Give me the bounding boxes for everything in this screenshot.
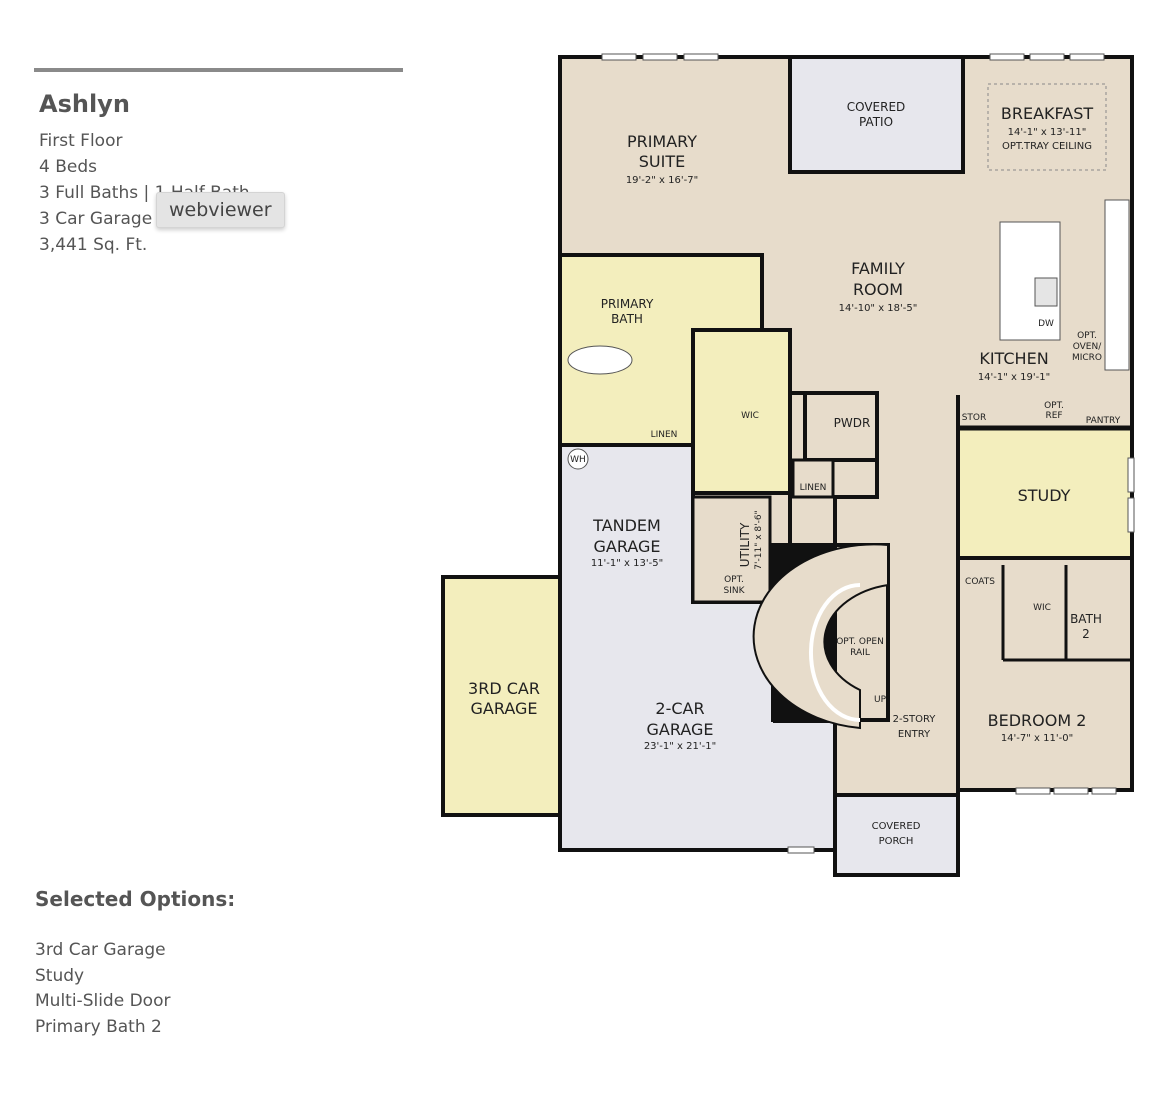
open-rail	[808, 583, 861, 722]
stair-up-label: UP	[874, 695, 887, 705]
bath2-label: BATH	[1070, 612, 1102, 626]
plan-details: First Floor 4 Beds 3 Full Baths | 1 Half…	[39, 128, 250, 258]
ref-label: REF	[1045, 411, 1062, 421]
covered-patio-label: PATIO	[859, 115, 893, 129]
bath2-label: 2	[1082, 627, 1090, 641]
primary-suite-label: SUITE	[639, 152, 685, 171]
linen-label: LINEN	[800, 483, 827, 493]
sqft-label: 3,441 Sq. Ft.	[39, 235, 148, 255]
third-car-garage-label: 3RD CAR	[468, 679, 540, 698]
sink-icon	[1034, 277, 1058, 307]
wic	[691, 328, 792, 495]
family-room-dim: 14'-10" x 18'-5"	[839, 303, 918, 314]
bedroom2-label: BEDROOM 2	[988, 711, 1087, 730]
tandem-garage-label: GARAGE	[594, 537, 661, 556]
floor-label: First Floor	[39, 131, 123, 151]
beds-label: 4 Beds	[39, 157, 97, 177]
pantry-label: PANTRY	[1086, 416, 1121, 426]
covered-patio-label: COVERED	[847, 100, 906, 114]
pwdr	[803, 391, 879, 462]
garage-label: 3 Car Garage	[39, 209, 153, 229]
breakfast-note: OPT.TRAY CEILING	[1002, 141, 1092, 152]
covered-porch-label: PORCH	[879, 836, 914, 847]
option-item: Multi-Slide Door	[35, 991, 171, 1011]
family-room-label: FAMILY	[851, 259, 905, 278]
covered-porch-label: COVERED	[872, 821, 921, 832]
option-item: Study	[35, 965, 85, 986]
third-car-garage	[441, 575, 562, 817]
selected-options-heading: Selected Options:	[35, 887, 236, 911]
study-label: STUDY	[1018, 486, 1071, 505]
open-rail-label: RAIL	[850, 648, 870, 658]
primary-suite-dim: 19'-2" x 16'-7"	[626, 175, 698, 186]
header-divider	[34, 68, 403, 72]
breakfast-dim: 14'-1" x 13'-11"	[1008, 127, 1087, 138]
option-item: Primary Bath 2	[35, 1016, 162, 1037]
open-rail-label: OPT. OPEN	[836, 637, 884, 647]
option-item: 3rd Car Garage	[35, 940, 166, 960]
kitchen-label: KITCHEN	[979, 349, 1048, 368]
linen-closet	[791, 458, 835, 499]
primary-bath-label: BATH	[611, 312, 643, 326]
water-heater-icon	[567, 448, 589, 470]
windows	[601, 53, 1135, 854]
tandem-garage-dim: 11'-1" x 13'-5"	[591, 558, 663, 569]
utility-label: UTILITY	[738, 522, 752, 567]
oven-label: OVEN/	[1073, 342, 1103, 352]
staircase	[752, 543, 889, 730]
family-room-label: ROOM	[853, 280, 903, 299]
tandem-garage-label: TANDEM	[592, 516, 661, 535]
pwdr-label: PWDR	[834, 416, 871, 430]
entry-label: 2-STORY	[893, 714, 937, 725]
oven-label: OPT.	[1077, 331, 1097, 341]
entry-label: ENTRY	[898, 729, 931, 740]
webviewer-tooltip: webviewer	[156, 192, 285, 228]
ref-label: OPT.	[1044, 401, 1064, 411]
covered-porch	[833, 793, 960, 877]
primary-bath-label: PRIMARY	[601, 297, 654, 311]
utility-dim: 7'-11" x 8'-6"	[754, 510, 764, 569]
bath-linen-label: LINEN	[651, 430, 678, 440]
counter	[1104, 199, 1130, 371]
two-car-garage-dim: 23'-1" x 21'-1"	[644, 741, 716, 752]
plan-title: Ashlyn	[39, 90, 130, 118]
wic2-label: WIC	[1033, 603, 1051, 613]
oven-label: MICRO	[1072, 353, 1102, 363]
covered-patio	[788, 55, 965, 174]
third-car-garage-label: GARAGE	[471, 699, 538, 718]
sink-label: SINK	[723, 586, 745, 596]
dishwasher-label: DW	[1038, 319, 1054, 329]
utility	[691, 495, 772, 604]
two-car-garage-label: GARAGE	[647, 720, 714, 739]
bathtub-icon	[567, 345, 633, 375]
coats-label: COATS	[965, 577, 995, 587]
wic-label: WIC	[741, 411, 759, 421]
two-car-garage-label: 2-CAR	[655, 699, 704, 718]
sink-label: OPT.	[724, 575, 744, 585]
stor-label: STOR	[962, 413, 987, 423]
primary-suite-label: PRIMARY	[627, 132, 697, 151]
kitchen-dim: 14'-1" x 19'-1"	[978, 372, 1050, 383]
breakfast-label: BREAKFAST	[1001, 104, 1093, 123]
selected-options-list: 3rd Car Garage Study Multi-Slide Door Pr…	[35, 938, 170, 1040]
bedroom2-dim: 14'-7" x 11'-0"	[1001, 733, 1073, 744]
wh-label: WH	[570, 455, 586, 465]
